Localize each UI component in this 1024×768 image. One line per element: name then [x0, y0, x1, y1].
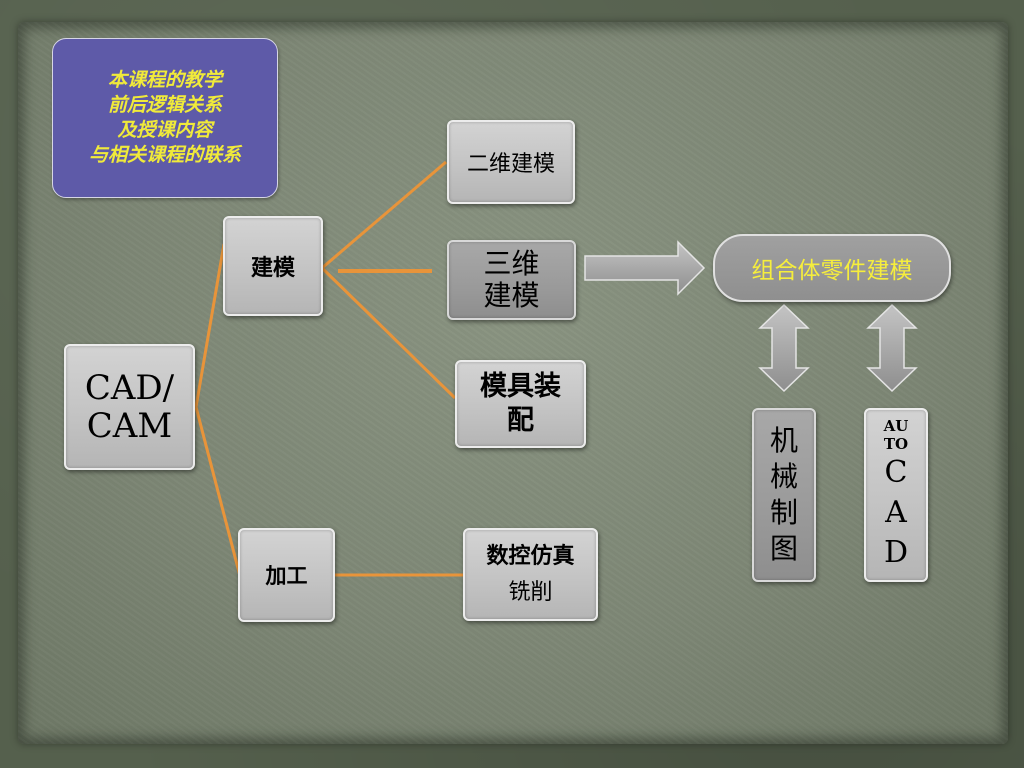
- connector-modeling-to-2d: [321, 160, 447, 270]
- note-line: 及授课内容: [117, 119, 213, 141]
- node-mold-assembly-line2: 配: [507, 405, 534, 436]
- connector-cad-to-modeling: [194, 243, 226, 408]
- right-arrow: [584, 240, 706, 296]
- node-nc-simulation-line1: 数控仿真: [486, 543, 575, 569]
- vertical-char: 制: [769, 496, 798, 529]
- node-mold-assembly-line1: 模具装: [480, 371, 561, 402]
- vertical-char-large: A: [885, 495, 907, 530]
- node-autocad: AU TO C A D: [864, 408, 928, 582]
- node-mechanical-drawing: 机 械 制 图: [752, 408, 816, 582]
- node-2d-modeling-label: 二维建模: [466, 152, 555, 177]
- note-line: 前后逻辑关系: [107, 94, 222, 116]
- vertical-char-large: C: [884, 455, 908, 490]
- node-assembly-part-modeling: 组合体零件建模: [713, 234, 951, 302]
- connector-modeling-to-mold: [320, 266, 457, 400]
- node-machining-label: 加工: [265, 564, 308, 588]
- node-nc-simulation-line2: 铣削: [508, 579, 553, 605]
- node-3d-modeling: 三维 建模: [447, 240, 576, 320]
- vertical-char: 械: [769, 460, 798, 493]
- double-arrow-left: [758, 303, 810, 393]
- node-nc-simulation: 数控仿真 铣削: [463, 528, 598, 621]
- node-cad-cam-line1: CAD/: [84, 368, 175, 408]
- note-line: 本课程的教学: [107, 69, 222, 91]
- course-logic-note: 本课程的教学 前后逻辑关系 及授课内容 与相关课程的联系: [52, 38, 278, 198]
- vertical-char-small: TO: [883, 435, 909, 453]
- vertical-char: 图: [769, 532, 798, 565]
- node-2d-modeling: 二维建模: [447, 120, 575, 204]
- node-autocad-text: AU TO C A D: [884, 417, 909, 573]
- node-3d-modeling-line1: 三维: [483, 247, 540, 280]
- connector-cad-to-machining: [194, 406, 242, 577]
- node-modeling-label: 建模: [250, 256, 295, 281]
- vertical-char-large: D: [883, 535, 909, 570]
- node-assembly-part-modeling-label: 组合体零件建模: [751, 258, 913, 284]
- node-cad-cam-line2: CAM: [86, 406, 173, 446]
- vertical-char: 机: [769, 424, 798, 457]
- node-modeling: 建模: [223, 216, 323, 316]
- node-cad-cam: CAD/ CAM: [64, 344, 195, 470]
- node-mold-assembly: 模具装 配: [455, 360, 586, 448]
- node-mechanical-drawing-text: 机 械 制 图: [770, 423, 798, 567]
- node-machining: 加工: [238, 528, 335, 622]
- note-line: 与相关课程的联系: [88, 144, 241, 166]
- vertical-char-small: AU: [883, 417, 909, 435]
- double-arrow-right: [866, 303, 918, 393]
- node-3d-modeling-line2: 建模: [483, 279, 540, 312]
